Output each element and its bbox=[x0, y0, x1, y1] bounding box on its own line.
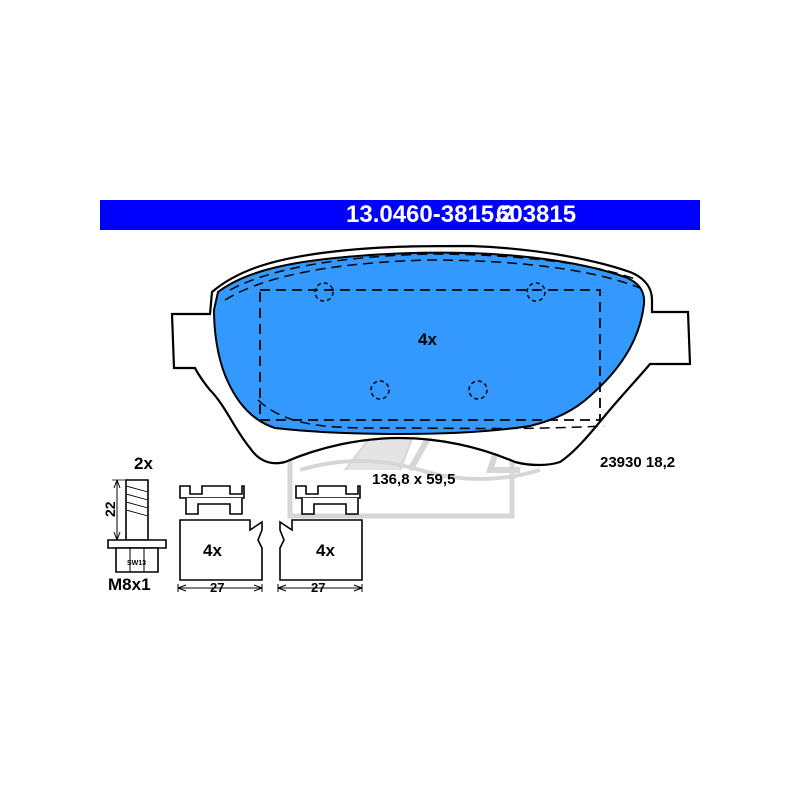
clip-right-drawing bbox=[277, 485, 363, 592]
wva-and-thickness: 23930 18,2 bbox=[600, 454, 675, 471]
bolt-quantity: 2x bbox=[134, 454, 153, 473]
bolt-thread: M8x1 bbox=[108, 575, 151, 594]
pin-hole bbox=[314, 282, 334, 302]
bolt-wrench-size: SW13 bbox=[127, 560, 146, 567]
clip-left-drawing bbox=[177, 485, 263, 592]
pad-dimensions: 136,8 x 59,5 bbox=[372, 471, 455, 488]
bolt-drawing bbox=[107, 479, 167, 573]
reference-number: 603815 bbox=[496, 201, 577, 228]
pin-hole bbox=[468, 380, 488, 400]
clip-left-quantity: 4x bbox=[203, 541, 222, 560]
clip-right-quantity: 4x bbox=[316, 541, 335, 560]
header-bar: 13.0460-3815.2 603815 bbox=[100, 200, 700, 230]
clip-right-width: 27 bbox=[311, 580, 325, 595]
pin-hole bbox=[526, 282, 546, 302]
part-number: 13.0460-3815.2 bbox=[346, 201, 515, 228]
friction-material bbox=[212, 251, 646, 436]
bolt-length: 22 bbox=[102, 501, 118, 517]
pad-quantity: 4x bbox=[418, 330, 437, 349]
pin-hole bbox=[370, 380, 390, 400]
pin-holes bbox=[314, 282, 546, 400]
clip-left-width: 27 bbox=[210, 580, 224, 595]
